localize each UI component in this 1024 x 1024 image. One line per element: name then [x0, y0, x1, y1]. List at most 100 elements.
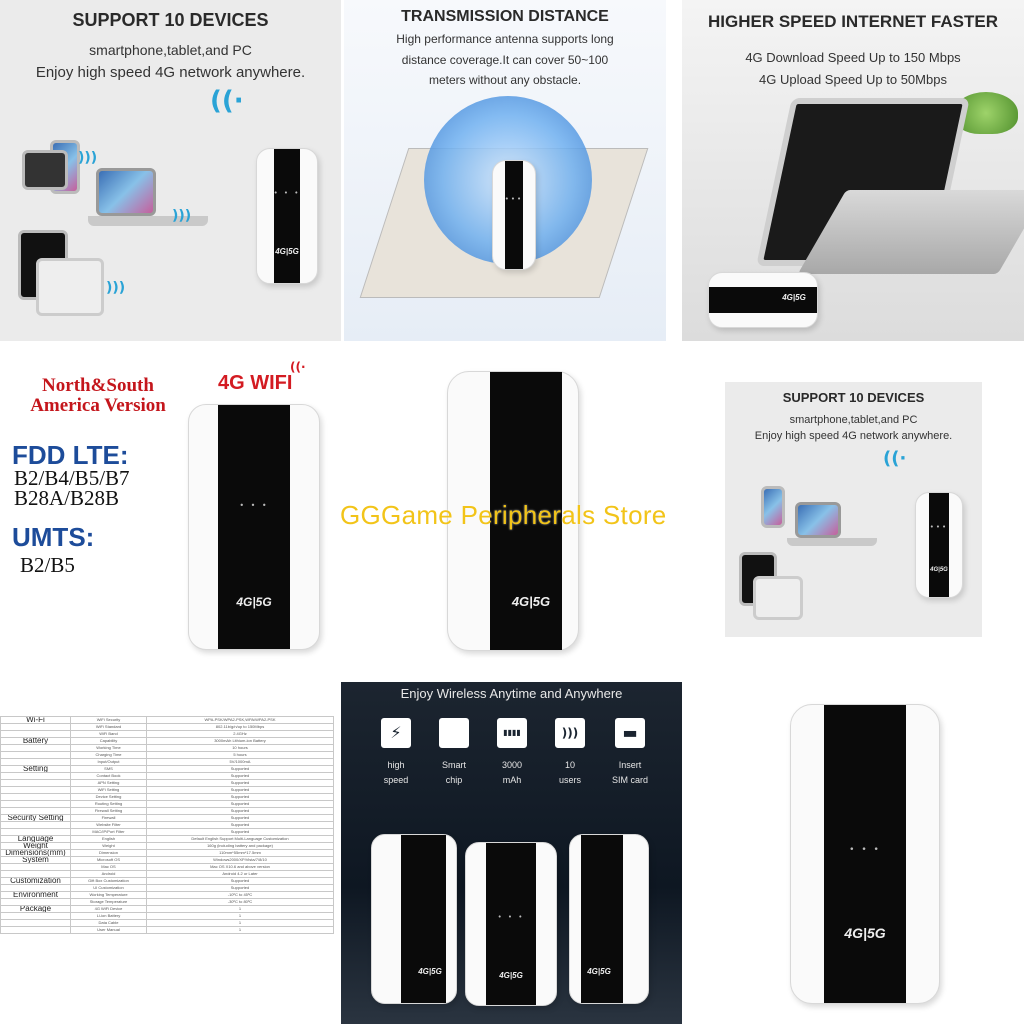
tile-subtitle-2: 4G Upload Speed Up to 50Mbps	[759, 72, 947, 87]
fdd-lte-label: FDD LTE:	[12, 440, 129, 470]
tile-subtitle-1: smartphone,tablet,and PC	[89, 42, 252, 58]
spec-item: MAC/IP/Port Filter	[70, 828, 147, 836]
spec-value: Supported	[146, 779, 334, 787]
tile-router-angled: • • • 4G|5G	[682, 682, 1024, 1024]
wifi-signal-icon: ((·	[210, 86, 244, 116]
spec-value: 802.11b/g/n/up to 150Mbps	[146, 723, 334, 731]
spec-value: Supported	[146, 786, 334, 794]
tile-support-devices-small: SUPPORT 10 DEVICES smartphone,tablet,and…	[725, 382, 982, 637]
tile-subtitle-1: 4G Download Speed Up to 150 Mbps	[745, 50, 961, 65]
tile-transmission-distance: TRANSMISSION DISTANCE High performance a…	[344, 0, 666, 341]
spec-item: Device Setting	[70, 793, 147, 801]
router-device: • • • 4G|5G	[447, 371, 579, 651]
spec-value: Supported	[146, 884, 334, 892]
router-device: 4G|5G	[569, 834, 649, 1004]
spec-value: Supported	[146, 814, 334, 822]
spec-item: English	[70, 835, 147, 843]
tablet-white-icon	[36, 258, 104, 316]
spec-category: Language	[0, 835, 71, 843]
tile-subtitle-2: distance coverage.It can cover 50~100	[401, 53, 609, 67]
spec-item: Dimension	[70, 849, 147, 857]
spec-category: System	[0, 856, 71, 864]
spec-value: 1	[146, 926, 334, 934]
spec-value: Supported	[146, 828, 334, 836]
spec-value: 1	[146, 905, 334, 913]
spec-value: 3000mAh Lithium-ion Battery	[146, 737, 334, 745]
battery-icon: ▮▮▮▮	[497, 718, 527, 748]
tile-band-info: North&South America Version 4G WIFI ((· …	[0, 360, 341, 660]
spec-item: Microsoft OS	[70, 856, 147, 864]
tile-subtitle-2: Enjoy high speed 4G network anywhere.	[754, 430, 953, 442]
spec-item: WiFi Band	[70, 730, 147, 738]
spec-category	[0, 772, 71, 780]
spec-value: Supported	[146, 877, 334, 885]
router-device: • • • 4G|5G	[790, 704, 940, 1004]
spec-item: User Manual	[70, 926, 147, 934]
router-device: ••• 4G|5G	[915, 492, 963, 598]
laptop-screen-icon	[795, 502, 841, 538]
spec-item: Mac OS	[70, 863, 147, 871]
spec-category: Security Setting	[0, 814, 71, 822]
spec-item: WiFi Security	[70, 716, 147, 724]
spec-value: 160g (including battery and package)	[146, 842, 334, 850]
tile-subtitle-1: High performance antenna supports long	[396, 32, 614, 46]
spec-category	[0, 751, 71, 759]
spec-item: 4G WiFi Device	[70, 905, 147, 913]
spec-category	[0, 919, 71, 927]
spec-category	[0, 912, 71, 920]
lightning-icon: ⚡	[381, 718, 411, 748]
sim-card-icon: ▬	[615, 718, 645, 748]
spec-value: WPA-PSK/WPA2-PSK,WPA/WPA2-PSK	[146, 716, 334, 724]
spec-value: 1	[146, 919, 334, 927]
tile-subtitle-2: Enjoy high speed 4G network anywhere.	[35, 64, 306, 81]
router-device: • • • 4G|5G	[256, 148, 318, 284]
wifi-signal-icon: ((·	[290, 360, 306, 374]
spec-value: 10 hours	[146, 744, 334, 752]
spec-value: Windows2000/XP/Vista/7/8/10	[146, 856, 334, 864]
spec-item: Contact Book	[70, 772, 147, 780]
chip-icon	[439, 718, 469, 748]
spec-value: Supported	[146, 821, 334, 829]
router-device: • • • 4G|5G	[188, 404, 320, 650]
table-row: Storage Temperature-30ºC to 80ºC	[0, 898, 334, 906]
spec-category	[0, 800, 71, 808]
tile-heading: HIGHER SPEED INTERNET FASTER	[708, 12, 998, 31]
spec-item: Input/Output	[70, 758, 147, 766]
umts-bands: B2/B5	[20, 553, 75, 577]
spec-value: Mac OS X10.6 and above version	[146, 863, 334, 871]
spec-value: 2.4GHz	[146, 730, 334, 738]
router-device: •••	[492, 160, 536, 270]
spec-value: Supported	[146, 793, 334, 801]
spec-category	[0, 807, 71, 815]
laptop-base	[787, 538, 877, 546]
store-watermark: GGGame Peripherals Store	[340, 500, 667, 530]
spec-value: -10ºC to 45ºC	[146, 891, 334, 899]
spec-value: 1	[146, 912, 334, 920]
wifi-title: 4G WIFI	[218, 372, 293, 394]
spec-category: Setting	[0, 765, 71, 773]
spec-value: 5V/1000mA	[146, 758, 334, 766]
